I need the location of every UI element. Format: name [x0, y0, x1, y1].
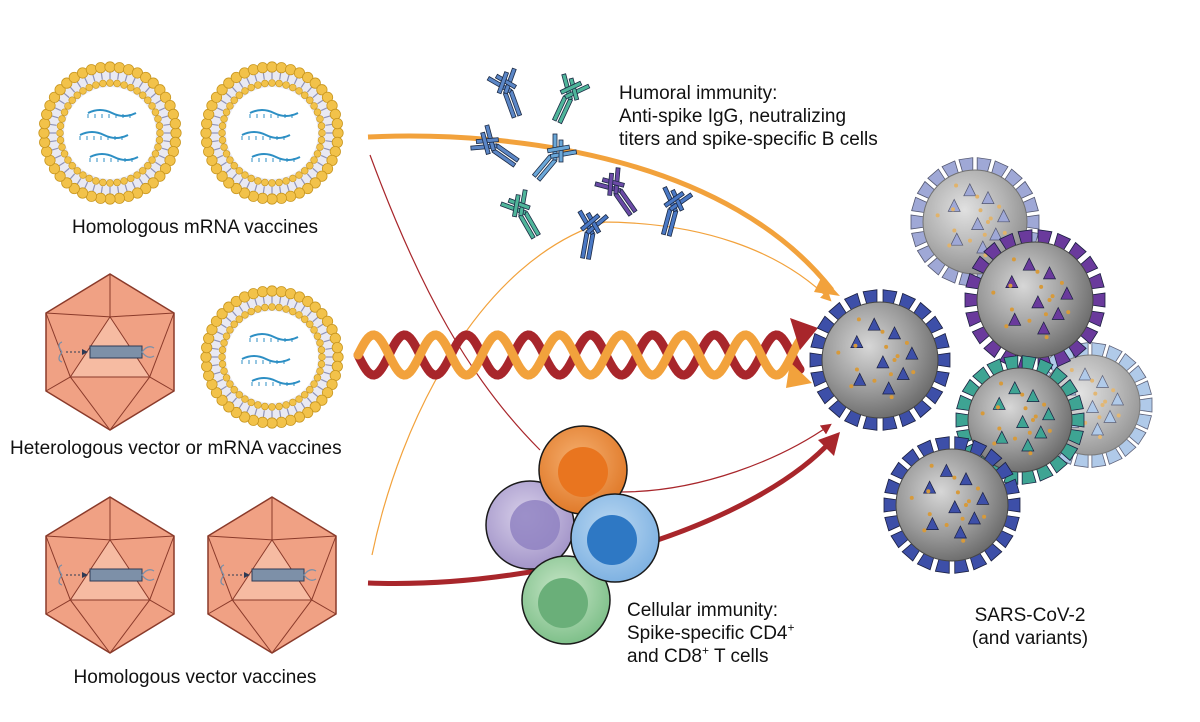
helix-orange-arrowhead: [786, 362, 812, 388]
sars-cov-2-virions: [809, 157, 1153, 574]
virus-name: SARS-CoV-2: [974, 605, 1086, 626]
cellular-detail-1: Spike-specific CD4+: [627, 622, 795, 645]
antibody-1: [486, 67, 523, 119]
antibodies: [470, 67, 694, 260]
virion-purple: [964, 229, 1106, 371]
antibody-4: [531, 133, 578, 182]
humoral-arrow: [367, 133, 840, 296]
t-cell-blue: [570, 493, 660, 583]
mrna-vaccine-particles: [38, 61, 344, 429]
mrna-particle-2: [200, 61, 344, 205]
t-cell-cluster: [485, 425, 660, 645]
vector-vaccine-particles: [45, 273, 337, 654]
antibody-8: [577, 209, 609, 260]
humoral-detail-1: Anti-spike IgG, neutralizing: [619, 106, 847, 127]
t-cell-orange: [538, 425, 628, 515]
t-cells-text: T cells: [709, 646, 769, 667]
virus-label: SARS-CoV-2 (and variants): [930, 604, 1130, 650]
vector-particle-2: [45, 496, 175, 654]
humoral-title: Humoral immunity:: [619, 83, 778, 104]
helix-red-arrowhead: [790, 318, 818, 350]
heterologous-label: Heterologous vector or mRNA vaccines: [10, 438, 342, 459]
antibody-6: [660, 186, 694, 237]
antibody-3: [470, 124, 520, 168]
virion-blue-1: [809, 289, 951, 431]
humoral-detail-2: titers and spike-specific B cells: [619, 129, 878, 150]
virion-blue-2: [883, 436, 1021, 574]
homologous-vector-label: Homologous vector vaccines: [73, 667, 317, 688]
cd4-superscript: +: [787, 620, 795, 635]
mrna-particle-1: [38, 61, 182, 205]
vector-particle-3: [207, 496, 337, 654]
thin-pathways: [369, 154, 832, 556]
mrna-particle-3: [200, 285, 344, 429]
humoral-immunity-label: Humoral immunity: Anti-spike IgG, neutra…: [619, 82, 878, 151]
t-cell-purple: [485, 480, 575, 570]
vector-particle-1: [45, 273, 175, 431]
t-cell-green: [521, 555, 611, 645]
homologous-mrna-label: Homologous mRNA vaccines: [71, 217, 319, 238]
cd8-text: and CD8: [627, 646, 702, 667]
antibody-2: [551, 73, 591, 125]
cd4-text: Spike-specific CD4: [627, 623, 788, 644]
cellular-detail-2: and CD8+ T cells: [627, 645, 795, 668]
cd8-superscript: +: [702, 643, 710, 658]
antibody-7: [499, 189, 541, 240]
cellular-immunity-label: Cellular immunity: Spike-specific CD4+ a…: [627, 599, 795, 668]
cellular-title: Cellular immunity:: [627, 600, 778, 621]
heterologous-helix-arrow: [353, 318, 818, 388]
virus-variants: (and variants): [971, 628, 1089, 649]
antibody-5: [594, 167, 638, 217]
